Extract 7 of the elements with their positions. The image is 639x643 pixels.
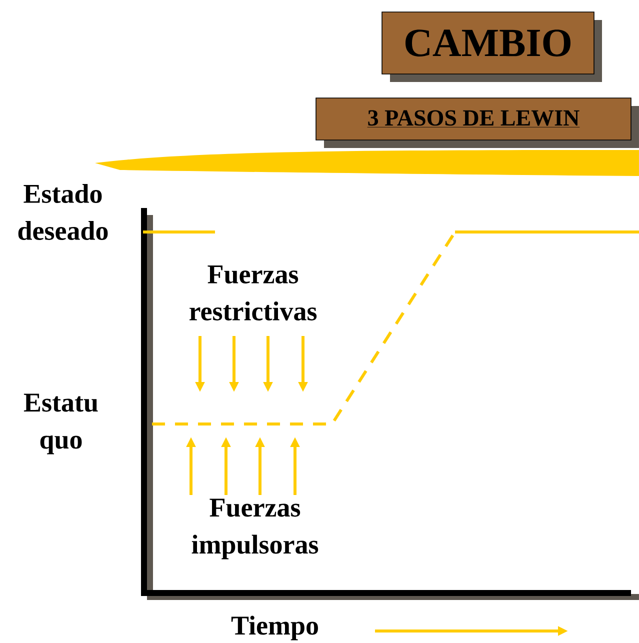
title-box: CAMBIO bbox=[382, 12, 602, 82]
axis-label: Estado deseado bbox=[18, 184, 108, 240]
force-label: Fuerzas impulsoras bbox=[192, 498, 318, 560]
subtitle-box: 3 PASOS DE LEWIN bbox=[316, 98, 639, 148]
force-label: Fuerzas restrictivas bbox=[190, 266, 317, 320]
axis-label: Tiempo bbox=[231, 616, 318, 640]
axis-label: Estatu quo bbox=[24, 394, 98, 454]
